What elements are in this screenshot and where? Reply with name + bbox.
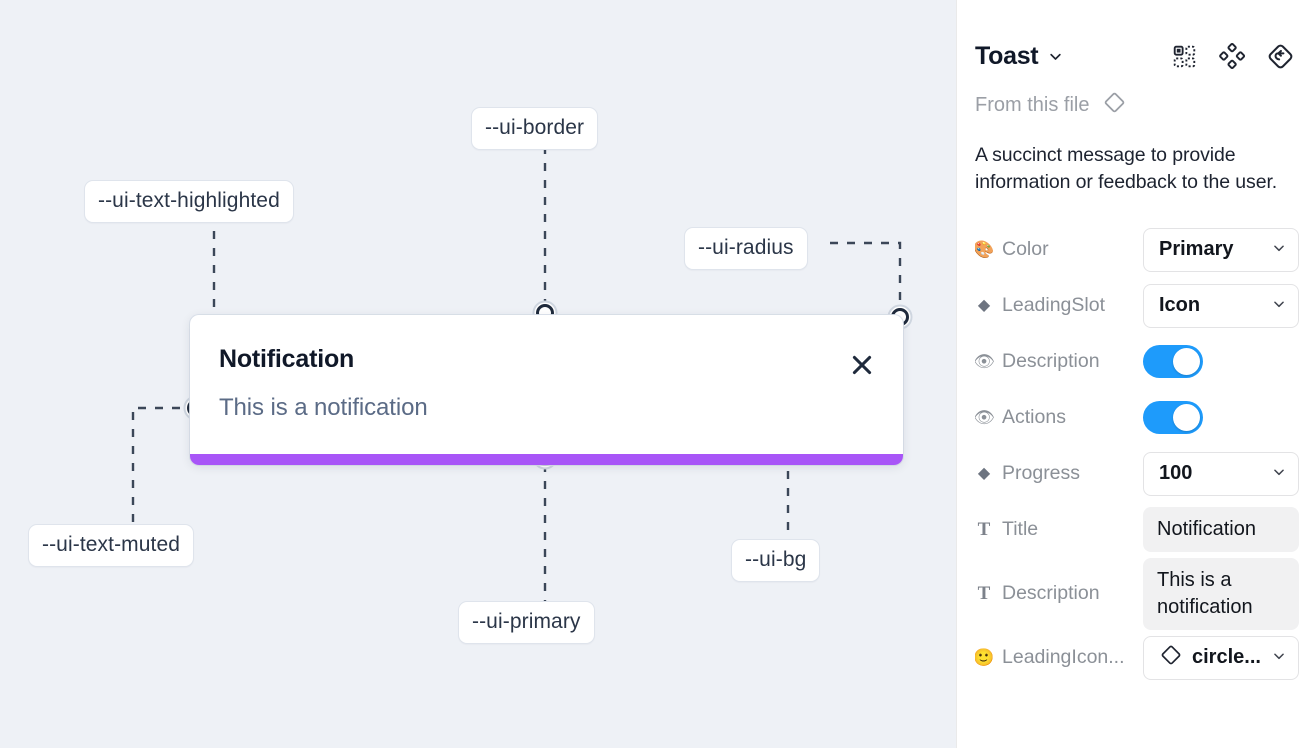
property-label-description-toggle: 👁 Description — [975, 350, 1143, 373]
property-label-leadingslot: ◆ LeadingSlot — [975, 294, 1143, 317]
title-input[interactable]: Notification — [1143, 507, 1299, 553]
eye-emoji-icon: 👁 — [975, 352, 995, 372]
property-row-description-toggle: 👁 Description — [975, 334, 1294, 390]
property-row-title: T Title Notification — [975, 502, 1299, 558]
from-this-file[interactable]: From this file — [975, 90, 1294, 120]
property-name: Description — [1002, 582, 1100, 605]
from-this-file-label: From this file — [975, 93, 1090, 116]
token-pill-ui-bg[interactable]: --ui-bg — [731, 539, 821, 582]
property-list: 🎨 Color Primary ◆ LeadingSlot — [975, 222, 1299, 686]
chevron-down-icon — [1272, 462, 1286, 485]
panel-header: Toast — [975, 30, 1294, 82]
property-row-leadingicon: 🙂 LeadingIcon... circle... — [975, 630, 1299, 686]
text-t-icon: T — [977, 519, 991, 541]
property-row-color: 🎨 Color Primary — [975, 222, 1299, 278]
property-name: Color — [1002, 238, 1049, 261]
diamond-component-icon — [1159, 643, 1183, 673]
property-name: Description — [1002, 350, 1100, 373]
token-pill-ui-text-highlighted[interactable]: --ui-text-highlighted — [84, 180, 294, 223]
diamond-icon: ◆ — [977, 296, 991, 314]
token-pill-ui-border[interactable]: --ui-border — [471, 107, 599, 150]
property-label-actions-toggle: 👁 Actions — [975, 406, 1143, 429]
property-name: LeadingIcon... — [1002, 646, 1125, 669]
toast-title: Notification — [219, 345, 355, 373]
property-label-title: T Title — [975, 518, 1143, 541]
token-pill-ui-text-muted[interactable]: --ui-text-muted — [28, 524, 195, 567]
actions-toggle[interactable] — [1143, 401, 1203, 435]
palette-emoji-icon: 🎨 — [975, 240, 995, 260]
property-label-leadingicon: 🙂 LeadingIcon... — [975, 646, 1143, 669]
design-canvas[interactable]: Notification This is a notification --ui… — [0, 0, 956, 748]
panel-title: Toast — [975, 41, 1039, 70]
leadingicon-select[interactable]: circle... — [1143, 635, 1299, 680]
toast-description: This is a notification — [219, 394, 428, 421]
text-t-icon: T — [977, 583, 991, 605]
property-row-leadingslot: ◆ LeadingSlot Icon — [975, 278, 1299, 334]
panel-header-icons — [1172, 43, 1294, 70]
leadingicon-select-value: circle... — [1192, 646, 1261, 669]
progress-select-value: 100 — [1159, 462, 1193, 485]
property-name: LeadingSlot — [1002, 294, 1106, 317]
diamond-component-icon — [1102, 90, 1127, 120]
properties-panel: Toast — [956, 0, 1312, 748]
leadingslot-select[interactable]: Icon — [1143, 283, 1299, 328]
chevron-down-icon — [1272, 646, 1286, 669]
property-row-actions-toggle: 👁 Actions — [975, 390, 1294, 446]
toggle-knob — [1173, 348, 1200, 376]
eye-emoji-icon: 👁 — [975, 408, 995, 428]
chevron-down-icon — [1272, 294, 1286, 317]
diamond-icon: ◆ — [977, 464, 991, 482]
toast-progress-bar — [190, 454, 903, 465]
property-name: Title — [1002, 518, 1039, 541]
property-row-progress: ◆ Progress 100 — [975, 446, 1299, 502]
property-label-description-text: T Description — [975, 582, 1143, 605]
variants-diamonds-icon[interactable] — [1219, 43, 1245, 69]
smiley-emoji-icon: 🙂 — [975, 648, 995, 668]
leadingslot-select-value: Icon — [1159, 294, 1201, 317]
description-toggle[interactable] — [1143, 345, 1203, 379]
color-select-value: Primary — [1159, 238, 1234, 261]
property-label-progress: ◆ Progress — [975, 462, 1143, 485]
token-pill-ui-radius[interactable]: --ui-radius — [684, 227, 808, 270]
token-pill-ui-primary[interactable]: --ui-primary — [458, 601, 595, 644]
component-grid-icon[interactable] — [1172, 44, 1197, 69]
toggle-knob — [1173, 404, 1200, 432]
property-name: Progress — [1002, 462, 1081, 485]
toast-component[interactable]: Notification This is a notification — [190, 315, 903, 465]
close-x-icon[interactable] — [848, 351, 876, 379]
progress-select[interactable]: 100 — [1143, 451, 1299, 496]
color-select[interactable]: Primary — [1143, 227, 1299, 272]
component-description: A succinct message to provide informatio… — [975, 144, 1278, 193]
chevron-down-icon[interactable] — [1048, 49, 1063, 64]
property-label-color: 🎨 Color — [975, 238, 1143, 261]
reset-instance-icon[interactable] — [1267, 43, 1294, 70]
property-name: Actions — [1002, 406, 1066, 429]
chevron-down-icon — [1272, 238, 1286, 261]
description-input[interactable]: This is a notification — [1143, 557, 1299, 630]
property-row-description-text: T Description This is a notification — [975, 557, 1299, 630]
